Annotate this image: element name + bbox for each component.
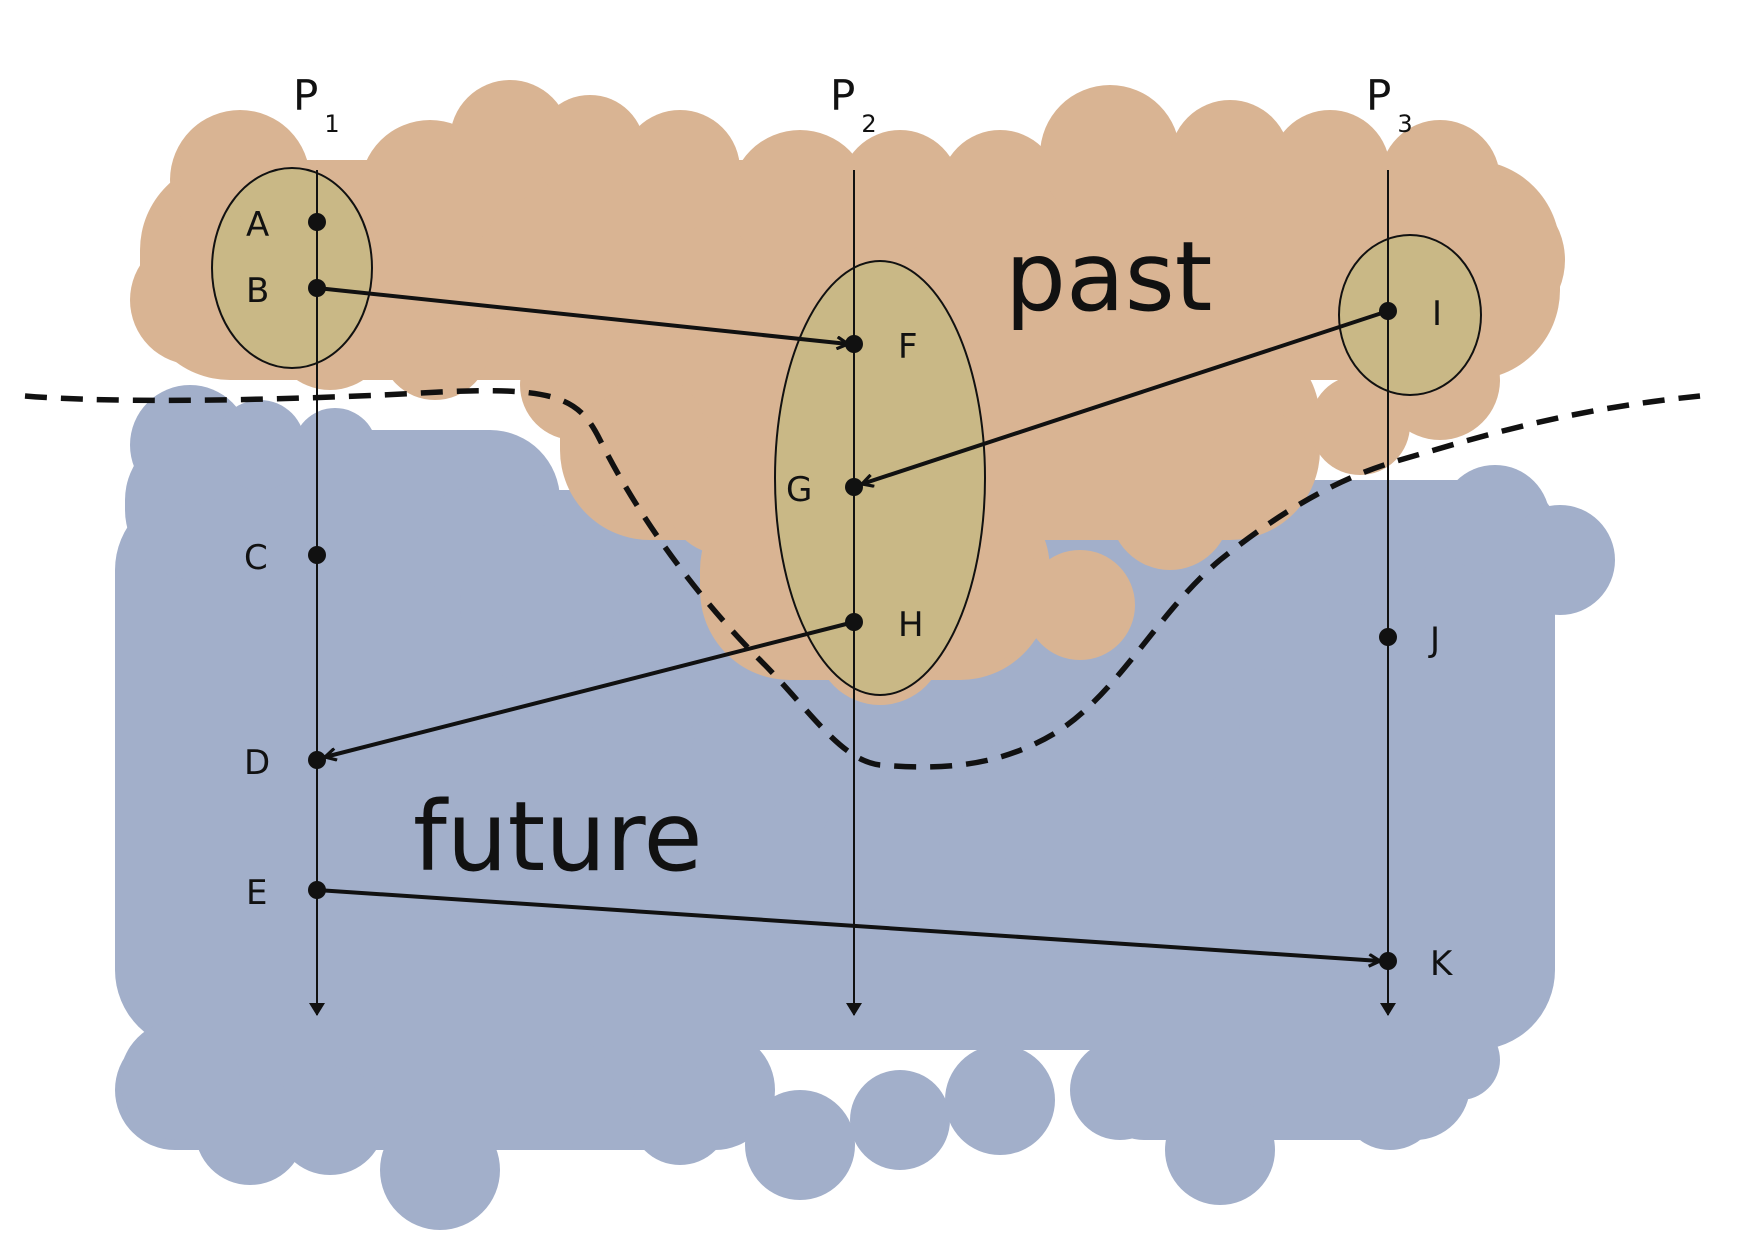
event-dot-h [845, 613, 863, 631]
message-e-to-k [316, 888, 1380, 961]
event-dot-b [308, 279, 326, 297]
future-label: future [413, 781, 703, 893]
event-dot-k [1379, 952, 1397, 970]
past-region [130, 80, 1565, 705]
event-dot-e [308, 881, 326, 899]
message-b-to-f [316, 286, 848, 344]
event-label-j: J [1428, 620, 1440, 660]
past-future-boundary [24, 387, 1701, 770]
event-label-b: B [246, 271, 269, 311]
event-label-g: G [786, 470, 812, 510]
process-label-p1: P1 [293, 71, 340, 138]
message-h-to-d [325, 620, 855, 757]
event-dot-g [845, 478, 863, 496]
past-label: past [1005, 221, 1212, 333]
event-dot-i [1379, 302, 1397, 320]
process-label-p2: P2 [830, 71, 877, 138]
event-label-d: D [244, 743, 270, 783]
process-labels: P1 P2 P3 [293, 71, 1413, 138]
event-labels: A B C D E F G H I J K [244, 205, 1454, 984]
event-label-c: C [244, 538, 268, 578]
event-label-f: F [898, 327, 918, 367]
event-dot-d [308, 751, 326, 769]
messages [316, 286, 1389, 961]
future-region [115, 385, 1615, 1230]
event-label-k: K [1430, 944, 1454, 984]
event-dot-f [845, 335, 863, 353]
process-label-p3: P3 [1366, 71, 1413, 138]
message-i-to-g [862, 309, 1389, 484]
event-label-a: A [246, 205, 269, 245]
event-dot-a [308, 213, 326, 231]
event-dot-c [308, 546, 326, 564]
event-dots [308, 213, 1397, 970]
event-label-i: I [1432, 294, 1442, 334]
causal-group-p3 [1338, 234, 1482, 396]
event-dot-j [1379, 628, 1397, 646]
event-label-e: E [246, 873, 267, 913]
event-label-h: H [898, 605, 924, 645]
causal-group-p1 [211, 167, 373, 369]
